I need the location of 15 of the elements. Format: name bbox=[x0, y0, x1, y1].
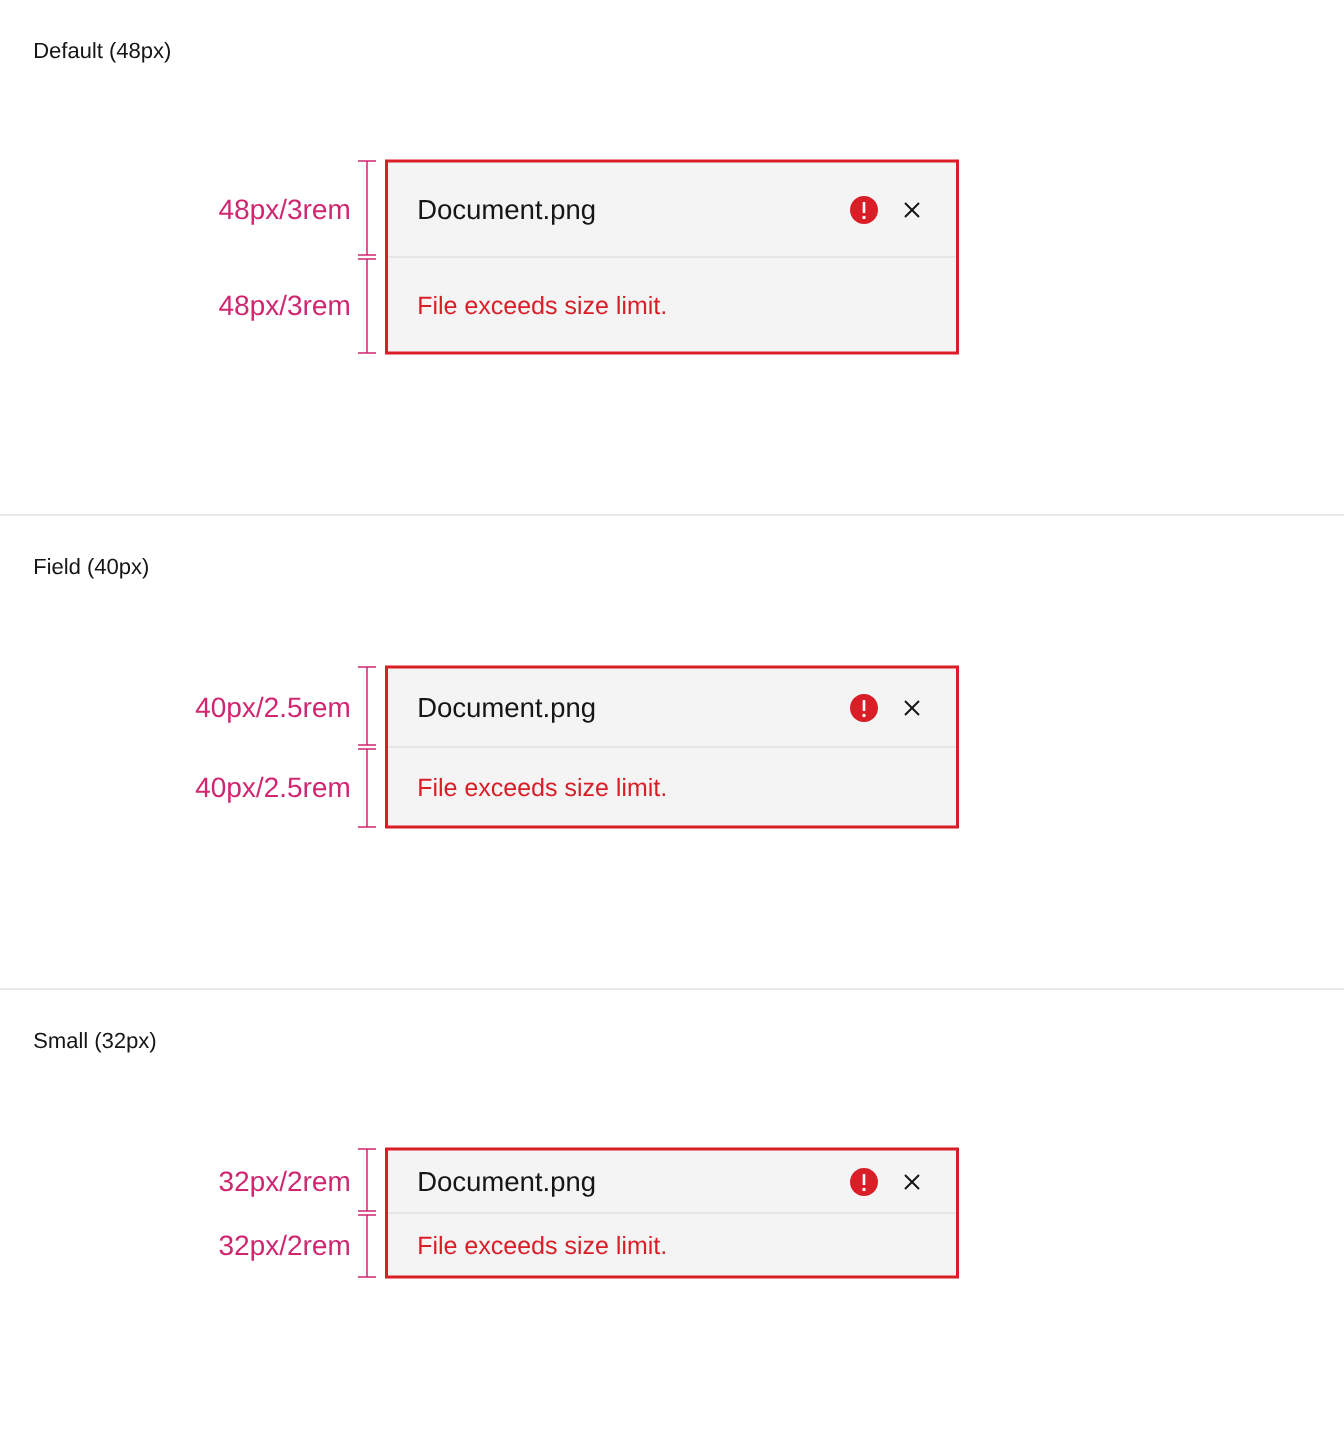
file-name: Document.png bbox=[419, 200, 595, 225]
file-name: Document.png bbox=[419, 698, 595, 723]
dimension-label: 32px/2rem bbox=[219, 1234, 349, 1261]
file-name: Document.png bbox=[419, 1172, 595, 1197]
dimension-label: 40px/2.5rem bbox=[195, 776, 349, 803]
error-message: File exceeds size limit. bbox=[419, 1235, 665, 1255]
dimension-label: 32px/2rem bbox=[219, 1170, 349, 1197]
dimension-label: 48px/3rem bbox=[219, 294, 349, 321]
error-message: File exceeds size limit. bbox=[419, 777, 665, 797]
section-heading: Small (32px) bbox=[34, 1032, 156, 1053]
section-heading: Default (48px) bbox=[35, 42, 170, 63]
section-heading: Field (40px) bbox=[35, 558, 148, 579]
dimension-label: 40px/2.5rem bbox=[195, 696, 349, 723]
error-message: File exceeds size limit. bbox=[419, 295, 665, 315]
dimension-label: 48px/3rem bbox=[219, 198, 349, 225]
